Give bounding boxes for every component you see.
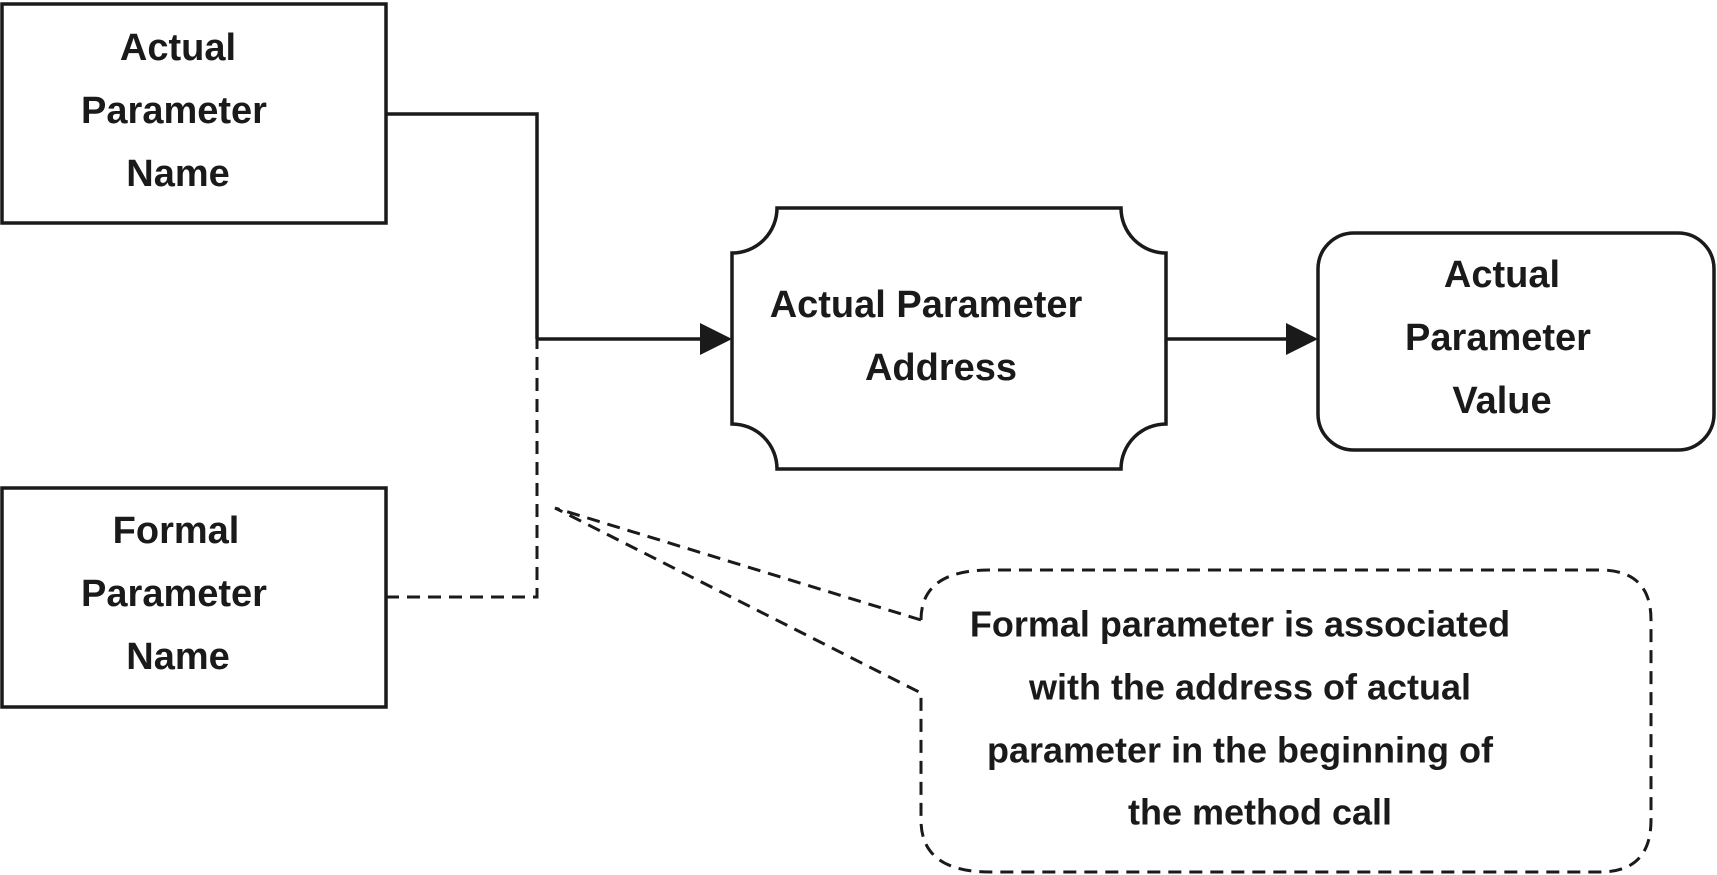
formal-name-line-1: Formal xyxy=(113,510,240,552)
value-line-1: Actual xyxy=(1444,254,1560,296)
callout-line-1: Formal parameter is associated xyxy=(970,604,1510,645)
formal-parameter-name-node: Formal Parameter Name xyxy=(0,486,388,709)
formal-name-dashed-connector xyxy=(386,339,539,599)
formal-name-line-2: Parameter xyxy=(81,573,267,615)
callout-pointer xyxy=(554,506,922,695)
name-to-address-arrowhead xyxy=(700,323,732,355)
address-to-value-arrowhead xyxy=(1286,323,1318,355)
value-line-2: Parameter xyxy=(1405,317,1591,359)
address-line-2: Address xyxy=(865,347,1017,389)
callout-line-2: with the address of actual xyxy=(1028,667,1471,708)
formal-name-line-3: Name xyxy=(126,636,230,678)
actual-parameter-value-box xyxy=(1316,231,1716,452)
actual-name-line-3: Name xyxy=(126,153,230,195)
value-line-3: Value xyxy=(1452,380,1551,422)
address-line-1: Actual Parameter xyxy=(770,284,1083,326)
explanation-callout: Formal parameter is associated with the … xyxy=(554,506,1653,874)
callout-line-4: the method call xyxy=(1128,792,1392,833)
actual-name-connector xyxy=(386,112,539,339)
actual-parameter-name-node: Actual Parameter Name xyxy=(0,2,388,225)
actual-parameter-address-shape xyxy=(730,206,1168,471)
callout-line-3: parameter in the beginning of xyxy=(987,730,1494,771)
actual-name-line-1: Actual xyxy=(120,27,236,69)
actual-parameter-value-node: Actual Parameter Value xyxy=(1316,231,1716,452)
actual-name-line-2: Parameter xyxy=(81,90,267,132)
callout-bubble xyxy=(919,568,1653,874)
actual-parameter-address-node: Actual Parameter Address xyxy=(730,206,1168,471)
